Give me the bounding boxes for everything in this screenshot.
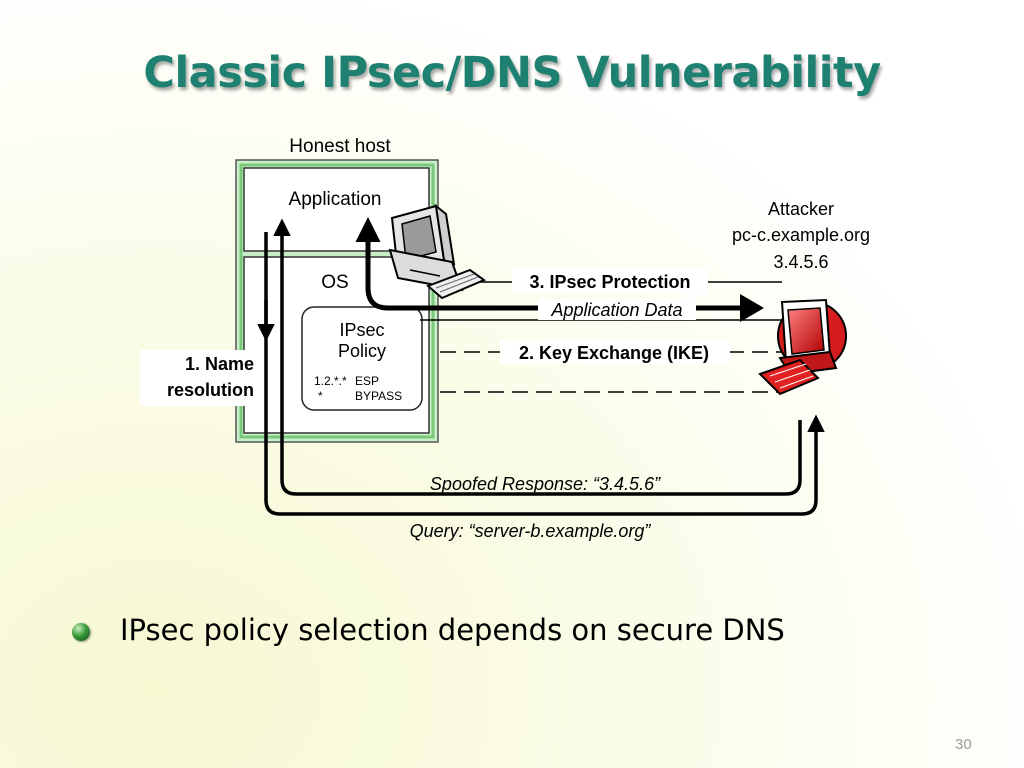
policy-rule-2-pattern: *: [318, 389, 323, 403]
os-label: OS: [321, 272, 348, 293]
name-resolution-line2: resolution: [167, 380, 254, 400]
ipsec-protection-label: 3. IPsec Protection: [529, 272, 690, 292]
bullet-icon: [72, 623, 90, 641]
policy-rule-1-action: ESP: [355, 374, 379, 388]
ipsec-policy-box: [301, 306, 423, 411]
honest-computer-icon: [388, 203, 487, 300]
application-data-label: Application Data: [550, 300, 682, 320]
application-label: Application: [289, 189, 382, 210]
spoofed-response-label: Spoofed Response: “3.4.5.6”: [430, 474, 661, 494]
attacker-label: Attacker: [768, 199, 834, 219]
ipsec-protection-bg: [512, 268, 708, 294]
attacker-hostname: pc-c.example.org: [732, 225, 870, 245]
spoofed-response-arrow: [273, 218, 802, 496]
name-resolution-bg: [140, 350, 258, 406]
policy-title-line1: IPsec: [339, 320, 384, 340]
application-data-arrowhead: [740, 294, 764, 322]
policy-rule-2-action: BYPASS: [355, 389, 402, 403]
query-label: Query: “server-b.example.org”: [410, 521, 652, 541]
name-resolution-line1: 1. Name: [185, 354, 254, 374]
application-data-bg: [538, 298, 696, 320]
honest-host-label: Honest host: [289, 136, 391, 157]
bullet-text: IPsec policy selection depends on secure…: [120, 613, 785, 647]
attacker-ip: 3.4.5.6: [773, 252, 828, 272]
page-number: 30: [955, 736, 972, 753]
query-path-arrow: [264, 232, 825, 516]
policy-rule-1-pattern: 1.2.*.*: [314, 374, 347, 388]
attacker-computer-icon: [758, 298, 847, 396]
policy-title-line2: Policy: [338, 341, 386, 361]
application-data-path: [365, 226, 740, 311]
slide-title: Classic IPsec/DNS Vulnerability: [143, 48, 881, 98]
key-exchange-label: 2. Key Exchange (IKE): [519, 343, 709, 363]
key-exchange-bg: [500, 340, 730, 364]
